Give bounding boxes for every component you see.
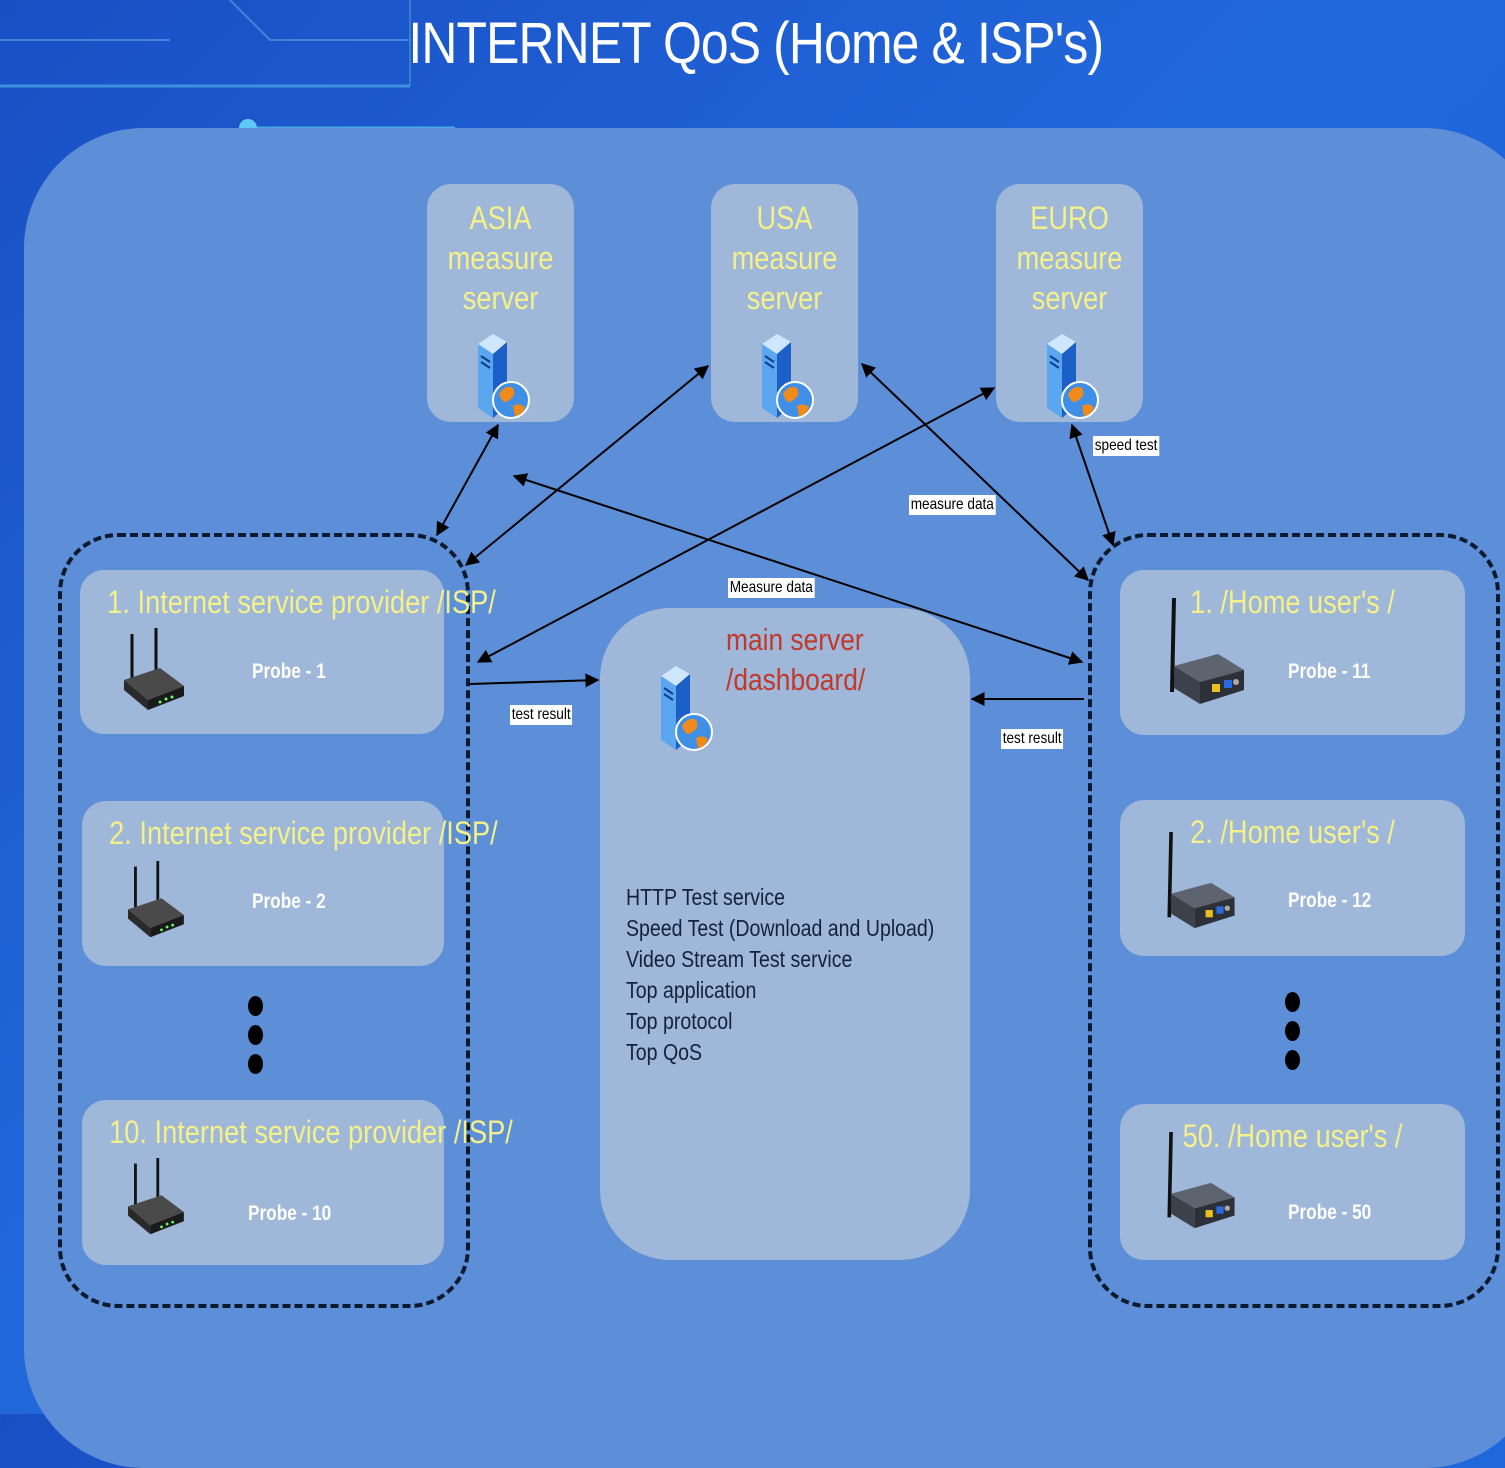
probe-device-icon <box>1170 597 1244 704</box>
home-probe-title: 2. /Home user's / <box>1190 814 1395 850</box>
service-item: Top protocol <box>626 1008 733 1034</box>
measure-data-label: measure data <box>909 495 996 515</box>
isp-probe-card-1: 1. Internet service provider /ISP/ Probe… <box>80 570 496 734</box>
test-result-label: test result <box>510 705 573 725</box>
home-probe-card-1: 1. /Home user's / Probe - 11 <box>1120 570 1465 735</box>
router-icon <box>124 628 184 710</box>
test-result-label: test result <box>1001 729 1064 749</box>
isp-probe-card-10: 10. Internet service provider /ISP/ Prob… <box>82 1100 513 1265</box>
connection-arrows <box>436 363 1116 706</box>
router-icon <box>128 1158 184 1235</box>
home-probe-card-50: 50. /Home user's / Probe - 50 <box>1120 1104 1465 1260</box>
measure-data-label: Measure data <box>728 578 815 598</box>
home-group <box>1088 533 1500 1308</box>
edge-asia-isp <box>436 423 499 537</box>
probe-label: Probe - 50 <box>1288 1201 1372 1224</box>
probe-label: Probe - 2 <box>252 890 326 913</box>
home-probe-title: 1. /Home user's / <box>1190 584 1395 620</box>
edge-usa-isp <box>464 365 710 566</box>
asia-server-label: ASIA measure server <box>447 200 554 316</box>
page-title: INTERNET QoS (Home & ISP's) <box>408 11 1104 76</box>
service-item: Top QoS <box>626 1039 703 1065</box>
server-globe-icon <box>661 666 713 751</box>
edge-isp-main <box>469 673 600 688</box>
usa-server-label: USA measure server <box>731 200 838 316</box>
router-icon <box>128 861 184 938</box>
ellipsis-home <box>1285 992 1300 1079</box>
edge-euro-home <box>1069 423 1116 547</box>
service-list: HTTP Test service Speed Test (Download a… <box>626 882 989 1068</box>
edge-asia-home <box>512 473 1084 665</box>
probe-label: Probe - 10 <box>248 1202 332 1225</box>
probe-device-icon <box>1167 1131 1235 1229</box>
home-probe-title: 50. /Home user's / <box>1182 1118 1403 1154</box>
isp-group <box>58 533 470 1308</box>
euro-server-label: EURO measure server <box>1016 200 1123 316</box>
service-item: Top application <box>626 977 757 1003</box>
ellipsis-isp <box>248 996 263 1083</box>
probe-label: Probe - 1 <box>252 660 326 683</box>
probe-label: Probe - 12 <box>1288 889 1372 912</box>
service-item: HTTP Test service <box>626 884 785 910</box>
probe-label: Probe - 11 <box>1288 660 1371 683</box>
speed-test-label: speed test <box>1093 436 1160 456</box>
home-probe-card-2: 2. /Home user's / Probe - 12 <box>1120 800 1465 956</box>
edge-euro-isp <box>476 387 996 663</box>
service-item: Video Stream Test service <box>626 946 853 972</box>
probe-device-icon <box>1167 831 1235 929</box>
isp-probe-card-2: 2. Internet service provider /ISP/ Probe… <box>82 801 498 966</box>
edge-usa-home <box>860 363 1090 581</box>
service-item: Speed Test (Download and Upload) <box>626 915 935 941</box>
